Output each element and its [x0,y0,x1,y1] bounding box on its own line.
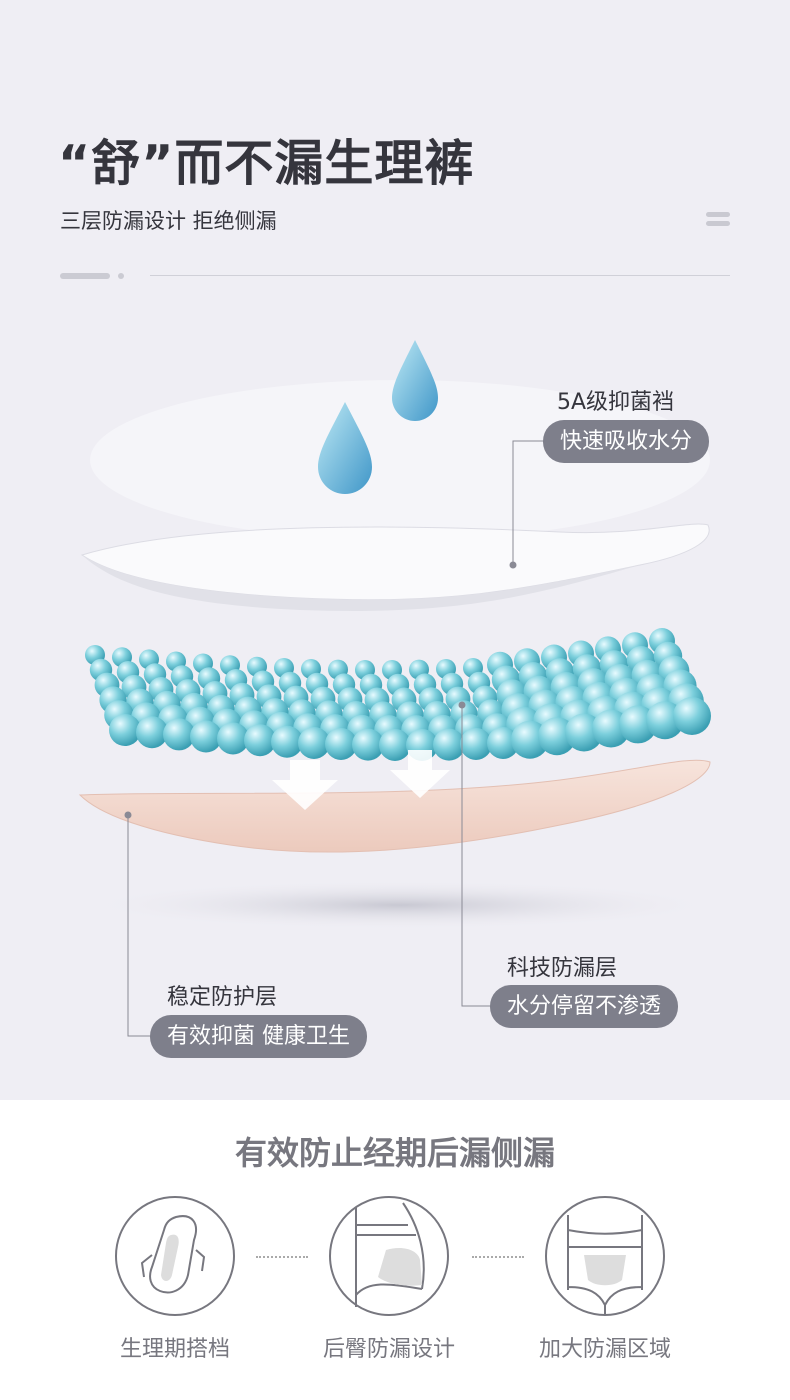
layer-1-name: 5A级抑菌裆 [557,390,675,415]
arrow-down-icon [390,750,450,798]
bead [460,727,492,760]
bead [217,722,249,755]
divider-dot [118,273,124,279]
layer-1-tag: 快速吸收水分 [543,420,710,463]
water-drop-icon [318,402,372,494]
dotted-separator [472,1256,524,1258]
divider-pill [60,273,110,279]
leader-line [512,440,543,565]
bead [136,716,168,749]
bead [673,697,711,735]
bead [487,726,519,759]
leader-line [461,705,490,1007]
menu-icon [706,212,730,230]
layer-3-tag: 有效抑菌 健康卫生 [150,1015,367,1058]
bead [244,724,276,757]
bead [271,725,303,758]
page-title: “舒”而不漏生理裤 [58,135,475,192]
bead [379,728,411,761]
water-drop-icon [392,340,438,421]
layer-2-name: 科技防漏层 [507,956,618,981]
divider-line [150,275,730,276]
bead-layer [85,628,711,761]
arrow-down-icon [272,760,338,810]
bottom-heading: 有效防止经期后漏侧漏 [234,1134,555,1172]
sanitary-pad-icon [115,1196,235,1316]
bottom-protection-layer [78,759,711,853]
page-subtitle: 三层防漏设计 拒绝侧漏 [60,209,277,233]
glow [90,380,710,540]
feature-front: 加大防漏区域 [539,1195,671,1363]
bead [109,714,141,746]
feature-pad: 生理期搭档 [110,1195,240,1363]
feature-label: 加大防漏区域 [538,1337,671,1362]
layer-2-tag: 水分停留不渗透 [490,985,679,1028]
dotted-separator [256,1256,308,1258]
feature-label: 后臀防漏设计 [322,1337,455,1362]
bead [352,728,384,761]
feature-back: 后臀防漏设计 [323,1195,455,1363]
back-panty-icon [329,1196,449,1316]
bead [163,718,195,751]
bead [433,728,465,761]
leader-line [127,815,150,1037]
bead [298,726,330,759]
layer-3-name: 稳定防护层 [167,985,278,1010]
front-panty-icon [545,1196,665,1316]
feature-label: 生理期搭档 [119,1337,230,1362]
bead [325,727,357,760]
bead [190,720,222,753]
layer-illustration [78,340,720,1037]
